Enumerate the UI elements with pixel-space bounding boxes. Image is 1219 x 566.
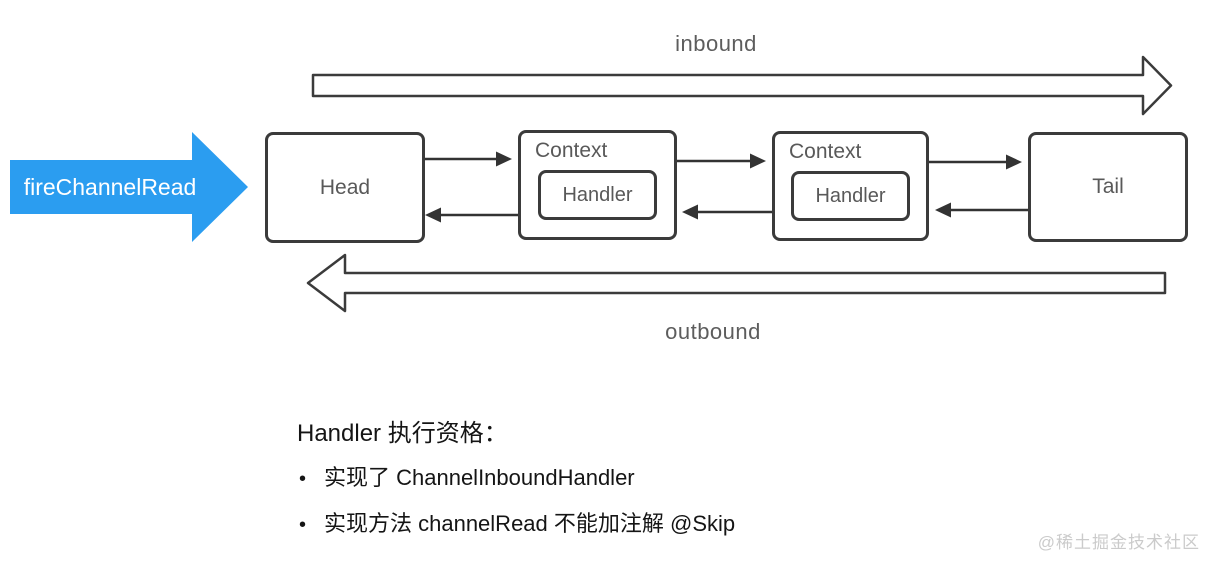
context-1-title: Context <box>535 139 608 162</box>
note-bullet-1: • 实现了 ChannelInboundHandler <box>299 460 635 492</box>
node-tail: Tail <box>1028 132 1188 242</box>
note-bullet-1-text: 实现了 ChannelInboundHandler <box>324 465 635 490</box>
node-context-2: Context Handler <box>772 131 929 241</box>
outbound-arrow <box>306 253 1167 313</box>
outbound-label: outbound <box>665 319 761 344</box>
context-2-title: Context <box>789 140 862 163</box>
handler-1-label: Handler <box>562 183 633 206</box>
node-context-1: Context Handler <box>518 130 677 240</box>
handler-box-2: Handler <box>791 171 910 221</box>
bullet-icon: • <box>299 468 307 490</box>
node-head: Head <box>265 132 425 243</box>
note-bullet-2: • 实现方法 channelRead 不能加注解 @Skip <box>299 506 735 538</box>
node-head-label: Head <box>319 175 371 199</box>
watermark: @稀土掘金技术社区 <box>1037 533 1200 552</box>
inbound-label: inbound <box>675 31 757 56</box>
handler-box-1: Handler <box>538 170 657 220</box>
inbound-arrow <box>311 55 1173 116</box>
note-bullet-2-text: 实现方法 channelRead 不能加注解 @Skip <box>324 511 736 536</box>
fire-channel-read-label: fireChannelRead <box>23 173 197 200</box>
handler-2-label: Handler <box>815 184 886 207</box>
fire-channel-read-arrow <box>10 132 248 242</box>
notes-heading: Handler 执行资格： <box>297 420 508 447</box>
node-tail-label: Tail <box>1092 175 1124 198</box>
bullet-icon: • <box>299 514 307 536</box>
